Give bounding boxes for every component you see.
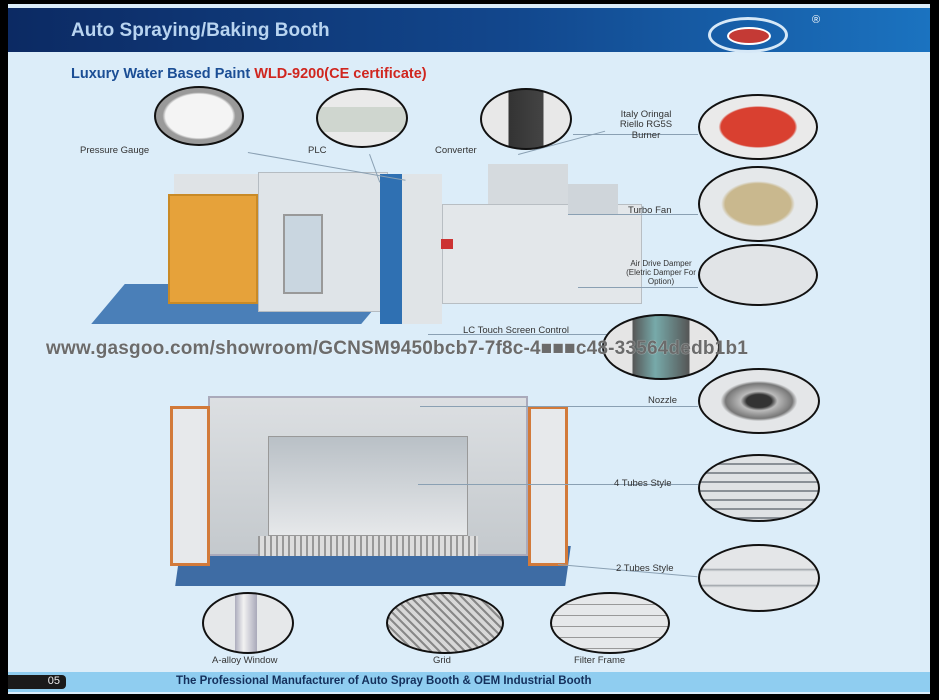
brochure-page: Auto Spraying/Baking Booth ® Luxury Wate… — [8, 4, 930, 694]
two-tubes-label: 2 Tubes Style — [616, 563, 674, 574]
turbo-fan-label: Turbo Fan — [628, 205, 672, 216]
nozzle-image — [698, 368, 820, 434]
model-name: WLD-9200(CE certificate) — [254, 66, 427, 82]
spray-booth-interior-image — [158, 396, 588, 591]
damper-label: Air Drive Damper (Eletric Damper For Opt… — [626, 259, 696, 286]
four-tubes-image — [698, 454, 820, 522]
watermark-url: www.gasgoo.com/showroom/GCNSM9450bcb7-7f… — [46, 338, 749, 359]
product-subtitle: Luxury Water Based Paint WLD-9200(CE cer… — [71, 66, 427, 82]
turbo-fan-image — [698, 166, 818, 242]
lc-control-label: LC Touch Screen Control — [463, 325, 569, 336]
burner-image — [698, 94, 818, 160]
two-tubes-image — [698, 544, 820, 612]
page-title: Auto Spraying/Baking Booth — [71, 20, 330, 41]
nozzle-label: Nozzle — [648, 395, 678, 406]
footer-tagline: The Professional Manufacturer of Auto Sp… — [176, 675, 592, 687]
alloy-window-image — [202, 592, 294, 654]
spray-booth-exterior-image — [91, 164, 648, 329]
registered-mark: ® — [812, 14, 821, 26]
converter-label: Converter — [435, 145, 477, 156]
converter-image — [480, 88, 572, 150]
filter-frame-label: Filter Frame — [574, 655, 626, 666]
footer-bar: 05 The Professional Manufacturer of Auto… — [8, 672, 930, 692]
plc-image — [316, 88, 408, 148]
four-tubes-label: 4 Tubes Style — [614, 478, 672, 489]
header-banner: Auto Spraying/Baking Booth ® — [8, 8, 930, 53]
filter-frame-image — [550, 592, 670, 654]
plc-label: PLC — [308, 145, 327, 156]
damper-image — [698, 244, 818, 306]
subtitle-prefix: Luxury Water Based Paint — [71, 66, 255, 82]
pressure-gauge-label: Pressure Gauge — [80, 145, 150, 156]
brand-logo — [708, 17, 788, 53]
pressure-gauge-image — [154, 86, 244, 146]
burner-label: Italy Oringal Riello RG5S Burner — [619, 109, 673, 141]
page-number: 05 — [8, 675, 66, 689]
grid-image — [386, 592, 504, 654]
lc-control-image — [602, 314, 720, 380]
grid-label: Grid — [433, 655, 451, 666]
alloy-window-label: A-alloy Window — [212, 655, 278, 666]
